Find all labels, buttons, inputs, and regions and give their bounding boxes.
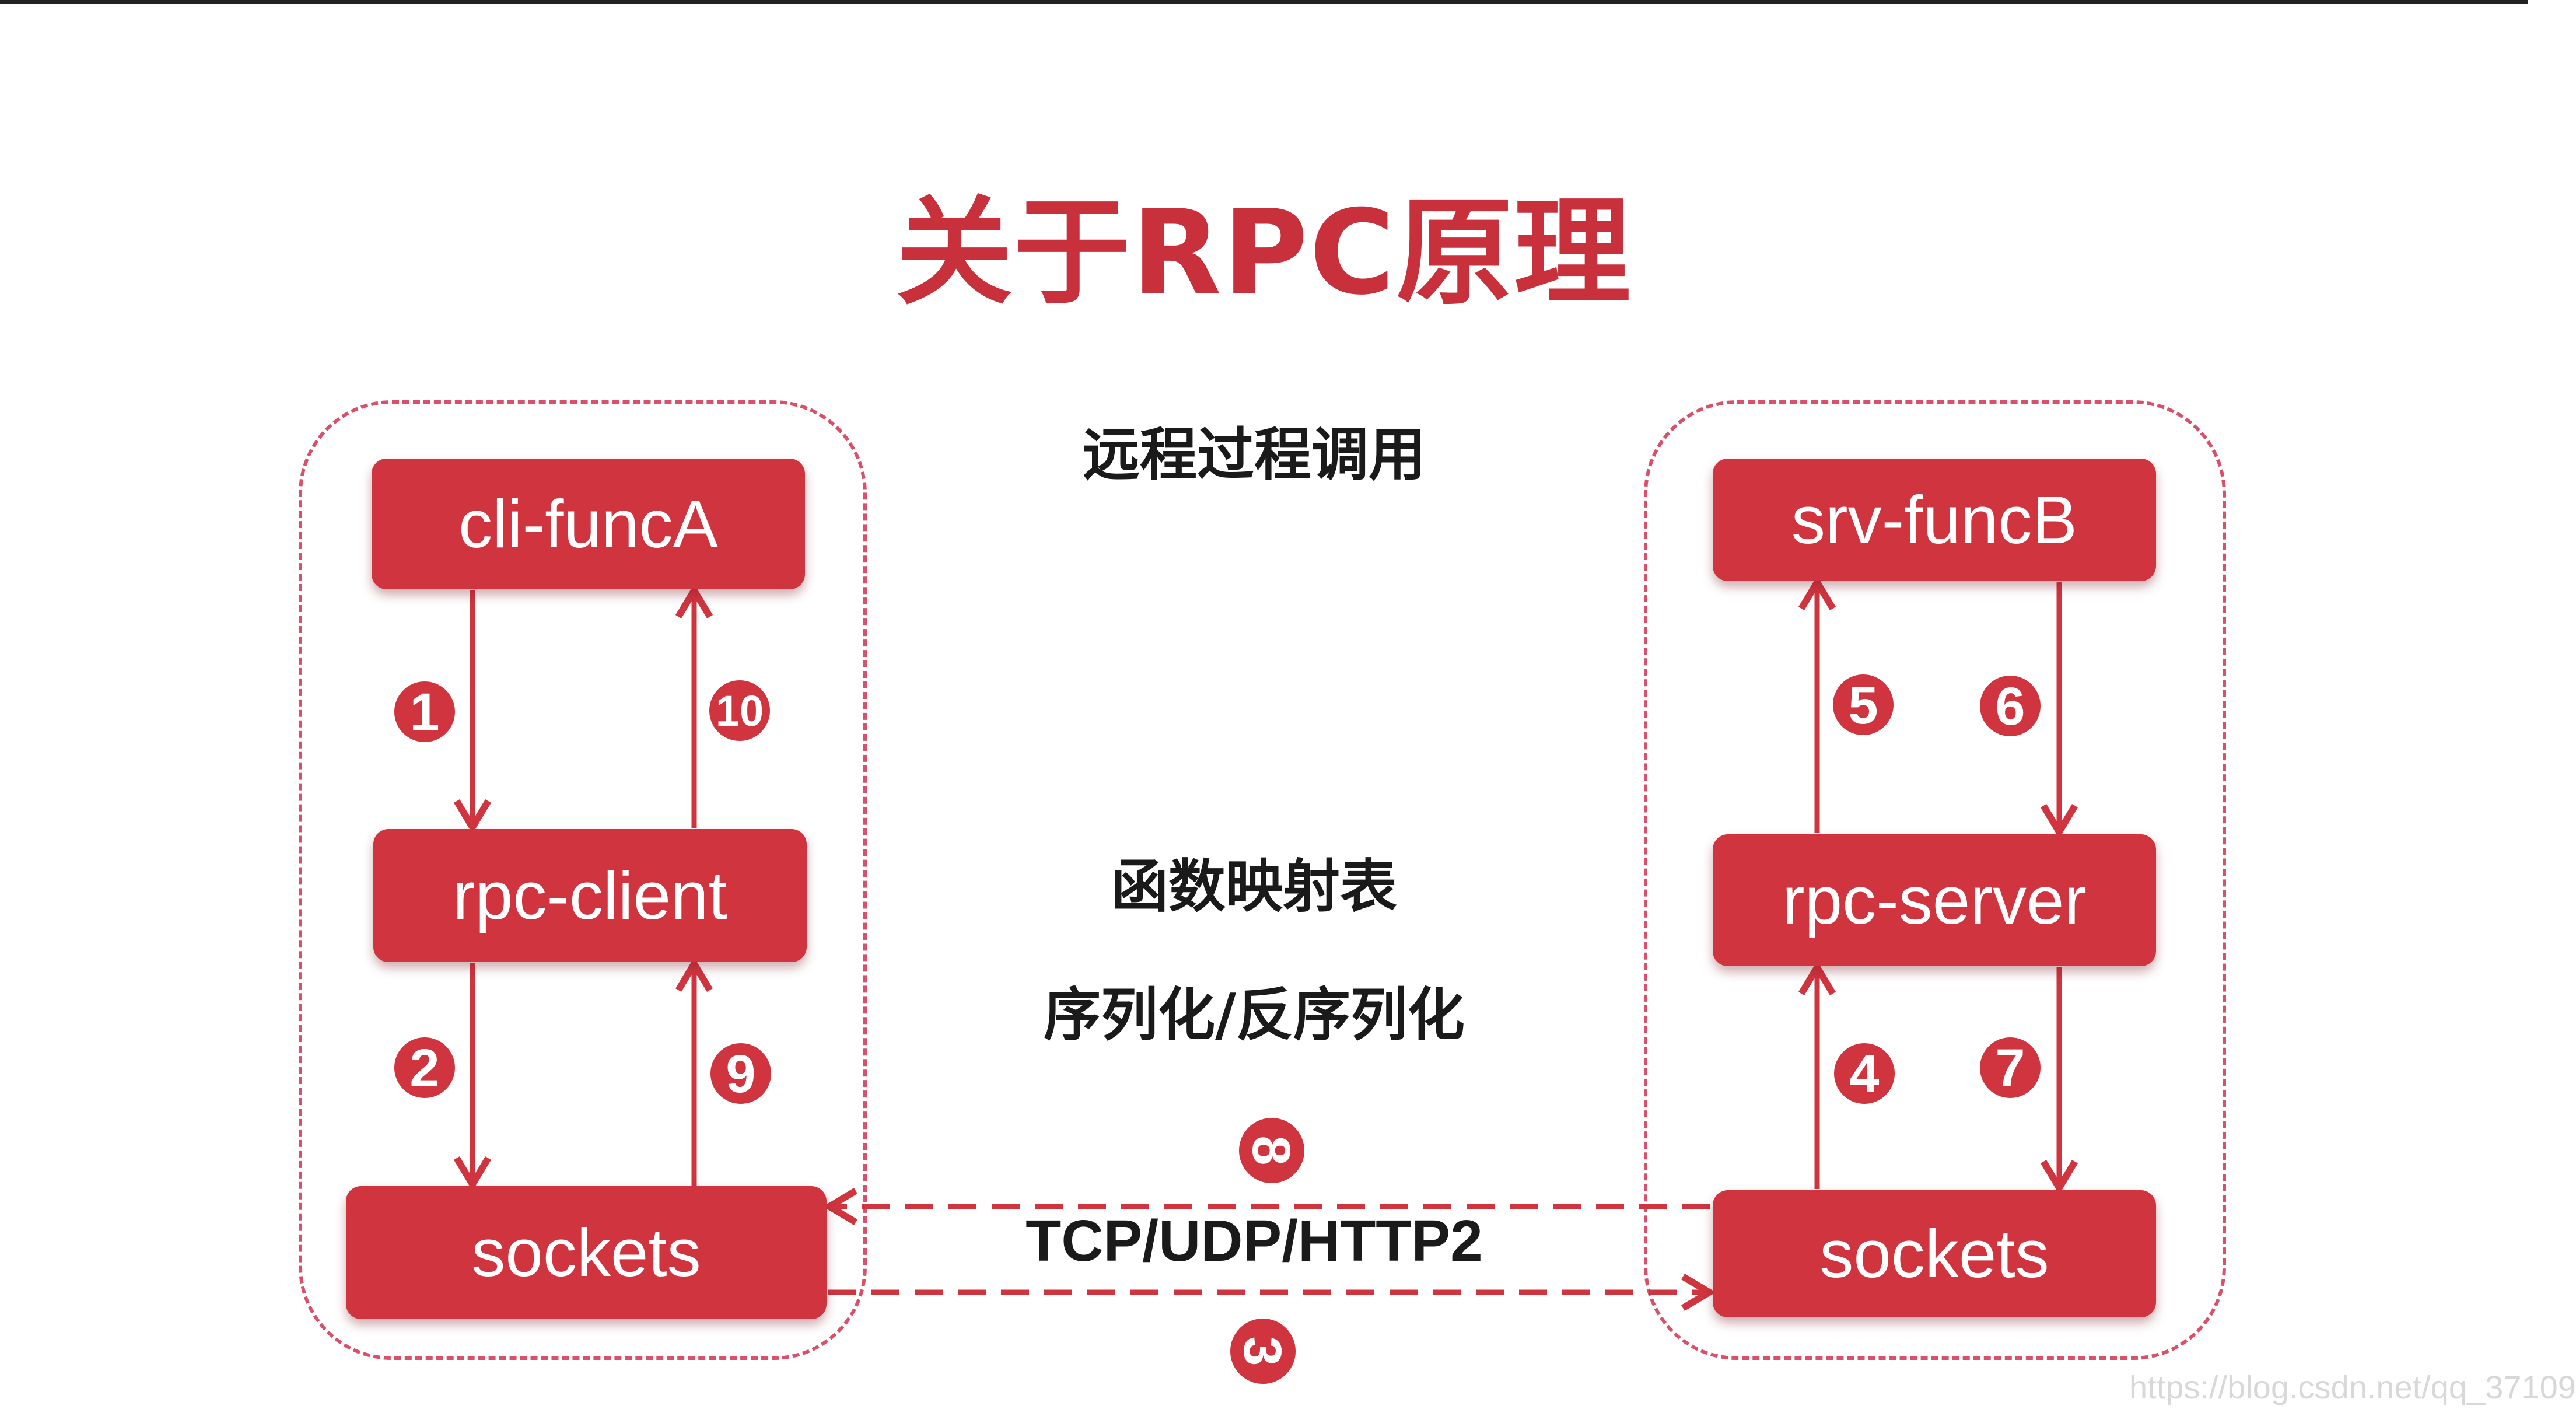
top-rule <box>0 0 2528 4</box>
client-sockets-box: sockets <box>346 1186 827 1319</box>
svg-text:5: 5 <box>1848 676 1878 735</box>
rpc-client-box: rpc-client <box>373 829 807 962</box>
srv-funcB-box: srv-funcB <box>1713 459 2156 581</box>
step-badge-6: 6 <box>1975 671 2045 741</box>
step-badge-3: 3 <box>1226 1314 1300 1389</box>
step-badge-9: 9 <box>706 1039 776 1109</box>
watermark: https://blog.csdn.net/qq_37109 <box>2129 1369 2576 1405</box>
cli-funcA-box: cli-funcA <box>372 459 805 589</box>
svg-text:1: 1 <box>410 683 439 742</box>
client-group-frame <box>299 400 867 1360</box>
svg-text:9: 9 <box>726 1044 755 1104</box>
step-badge-7: 7 <box>1975 1033 2045 1103</box>
slide-title: 关于RPC原理 <box>895 185 1632 321</box>
step-badge-8: 8 <box>1234 1113 1309 1188</box>
serialization-label: 序列化/反序列化 <box>1044 982 1465 1048</box>
svg-text:7: 7 <box>1995 1039 2025 1098</box>
step-badge-5: 5 <box>1828 670 1898 740</box>
svg-text:10: 10 <box>716 687 764 735</box>
step-badge-10: 10 <box>705 676 775 746</box>
step-badge-1: 1 <box>390 677 460 747</box>
svg-text:2: 2 <box>410 1039 439 1098</box>
remote-procedure-call-label: 远程过程调用 <box>1082 422 1426 488</box>
rpc-server-box: rpc-server <box>1713 834 2156 966</box>
svg-text:8: 8 <box>1241 1135 1301 1165</box>
svg-text:3: 3 <box>1233 1336 1292 1366</box>
svg-text:6: 6 <box>1995 677 2025 736</box>
svg-text:4: 4 <box>1849 1044 1879 1104</box>
step-badge-4: 4 <box>1829 1039 1899 1109</box>
transport-protocol-label: TCP/UDP/HTTP2 <box>1026 1208 1483 1274</box>
step-badge-2: 2 <box>390 1033 460 1103</box>
server-sockets-box: sockets <box>1713 1190 2156 1317</box>
server-group-frame <box>1644 400 2226 1360</box>
function-map-label: 函数映射表 <box>1111 854 1397 920</box>
